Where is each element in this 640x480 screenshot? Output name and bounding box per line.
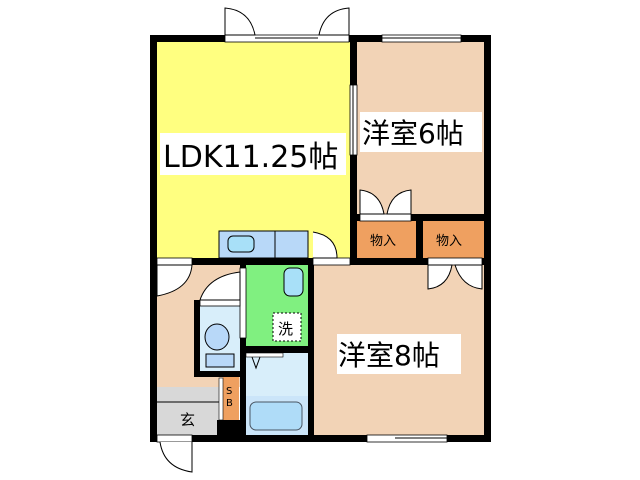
openings <box>156 34 483 443</box>
storage-closet-2 <box>423 221 484 258</box>
door-icon <box>318 7 350 36</box>
door-icon <box>386 189 412 215</box>
western-6-label: 洋室6帖 <box>362 117 464 150</box>
storage-closet-1 <box>357 221 416 258</box>
washer-space <box>272 312 302 342</box>
shoe-box <box>223 376 239 420</box>
entrance-label: 玄 <box>180 411 195 429</box>
entrance <box>157 387 219 435</box>
toilet-icon <box>204 323 235 368</box>
wash-basin-icon <box>283 267 304 297</box>
door-icon <box>199 271 241 301</box>
door-icon <box>454 264 483 290</box>
storage-2-label: 物入 <box>436 234 462 249</box>
door-icon <box>156 264 193 297</box>
door-icon <box>427 264 453 290</box>
shoebox-label-b: B <box>226 398 233 409</box>
door-icon <box>359 189 385 215</box>
door-icon <box>159 441 193 473</box>
bathtub-icon <box>249 401 303 431</box>
door-icon <box>312 231 338 259</box>
storage-1-label: 物入 <box>370 234 396 249</box>
western-8-label: 洋室8帖 <box>338 339 440 372</box>
washroom-label: 洗 <box>278 320 293 338</box>
door-icon <box>224 7 256 36</box>
door-swings <box>156 7 483 473</box>
kitchen-counter <box>218 230 309 259</box>
ldk-label: LDK11.25帖 <box>163 140 338 175</box>
shoebox-label-s: S <box>226 386 232 397</box>
sink-icon <box>227 235 255 253</box>
